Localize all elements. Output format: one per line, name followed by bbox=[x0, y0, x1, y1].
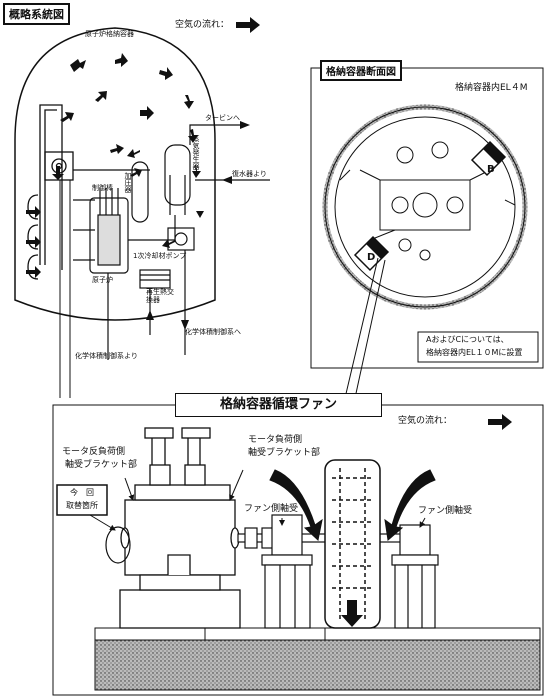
fan-b-symbol bbox=[470, 140, 507, 177]
airflow-arrows bbox=[60, 53, 204, 248]
duct-arrows bbox=[26, 166, 64, 278]
motor-load-label-2: 軸受ブラケット部 bbox=[248, 448, 321, 458]
motor-load-label-1: モータ負荷側 bbox=[248, 435, 303, 445]
pressurizer-label: 加圧器 bbox=[124, 172, 132, 193]
containment-cross-section bbox=[322, 104, 528, 310]
flow-arrows-small bbox=[146, 121, 250, 330]
steam-generator-label: 蒸気発生器 bbox=[192, 135, 200, 170]
containment-vessel bbox=[14, 27, 216, 321]
regen-hx-label: 再生熱交換器 bbox=[146, 288, 174, 304]
cross-section-title: 格納容器断面図 bbox=[320, 60, 402, 81]
duct-system bbox=[27, 104, 150, 280]
fan-bearing-left bbox=[261, 514, 313, 629]
containment-vessel-label: 原子炉格納容器 bbox=[85, 30, 134, 38]
from-cvcs-label: 化学体積制御系より bbox=[75, 352, 138, 360]
note-line-1: AおよびCについては、 bbox=[426, 335, 509, 344]
fan-d-label: D bbox=[367, 252, 376, 263]
motor-anti-load-label-2: 軸受ブラケット部 bbox=[65, 460, 138, 470]
control-rod-label: 制御棒 bbox=[92, 184, 113, 192]
primary-pump-label: 1次冷却材ポンプ bbox=[133, 252, 187, 260]
this-time-label-2: 取替箇所 bbox=[66, 501, 98, 510]
motor bbox=[119, 427, 241, 629]
overview-legend-arrow bbox=[236, 17, 260, 33]
connector-lines bbox=[59, 180, 386, 399]
detail-legend-arrow bbox=[488, 414, 512, 430]
fan-d-symbol bbox=[353, 235, 390, 272]
outlet-arrow bbox=[341, 600, 363, 627]
replacement-highlight bbox=[105, 526, 131, 564]
reactor-system bbox=[89, 124, 270, 360]
fan-bearing-right-label: ファン側軸受 bbox=[418, 506, 473, 516]
replacement-callout-box bbox=[56, 484, 108, 516]
elevation-label: 格納容器内EL４M bbox=[455, 83, 528, 93]
callout-leader bbox=[89, 514, 116, 531]
fan-foundation bbox=[94, 627, 541, 691]
fan-detail-title-box: 格納容器循環ファン bbox=[175, 393, 382, 417]
this-time-label-1: 今 回 bbox=[70, 488, 94, 497]
from-condenser-label: 復水器より bbox=[232, 170, 267, 178]
detail-airflow-label: 空気の流れ： bbox=[398, 416, 453, 426]
fan-bearing-right bbox=[391, 524, 439, 629]
to-cvcs-label: 化学体積制御系へ bbox=[185, 328, 241, 336]
motor-anti-load-label-1: モータ反負荷側 bbox=[62, 447, 126, 457]
to-turbine-label: タービンへ bbox=[205, 114, 240, 122]
fan-bearing-left-label: ファン側軸受 bbox=[244, 504, 299, 514]
fan-housing bbox=[324, 459, 381, 629]
note-line-2: 格納容器内EL１０Mに設置 bbox=[426, 348, 523, 357]
cross-section-frame bbox=[310, 67, 544, 369]
fan-detail-title: 格納容器循環ファン bbox=[219, 397, 337, 412]
fan-b-label: B bbox=[487, 164, 495, 175]
note-box bbox=[417, 331, 539, 363]
inlet-arrows bbox=[269, 469, 436, 541]
overview-title: 概略系統図 bbox=[3, 3, 70, 25]
overview-airflow-label: 空気の流れ： bbox=[175, 20, 230, 30]
label-leaders bbox=[124, 469, 426, 528]
reactor-label: 原子炉 bbox=[92, 276, 113, 284]
